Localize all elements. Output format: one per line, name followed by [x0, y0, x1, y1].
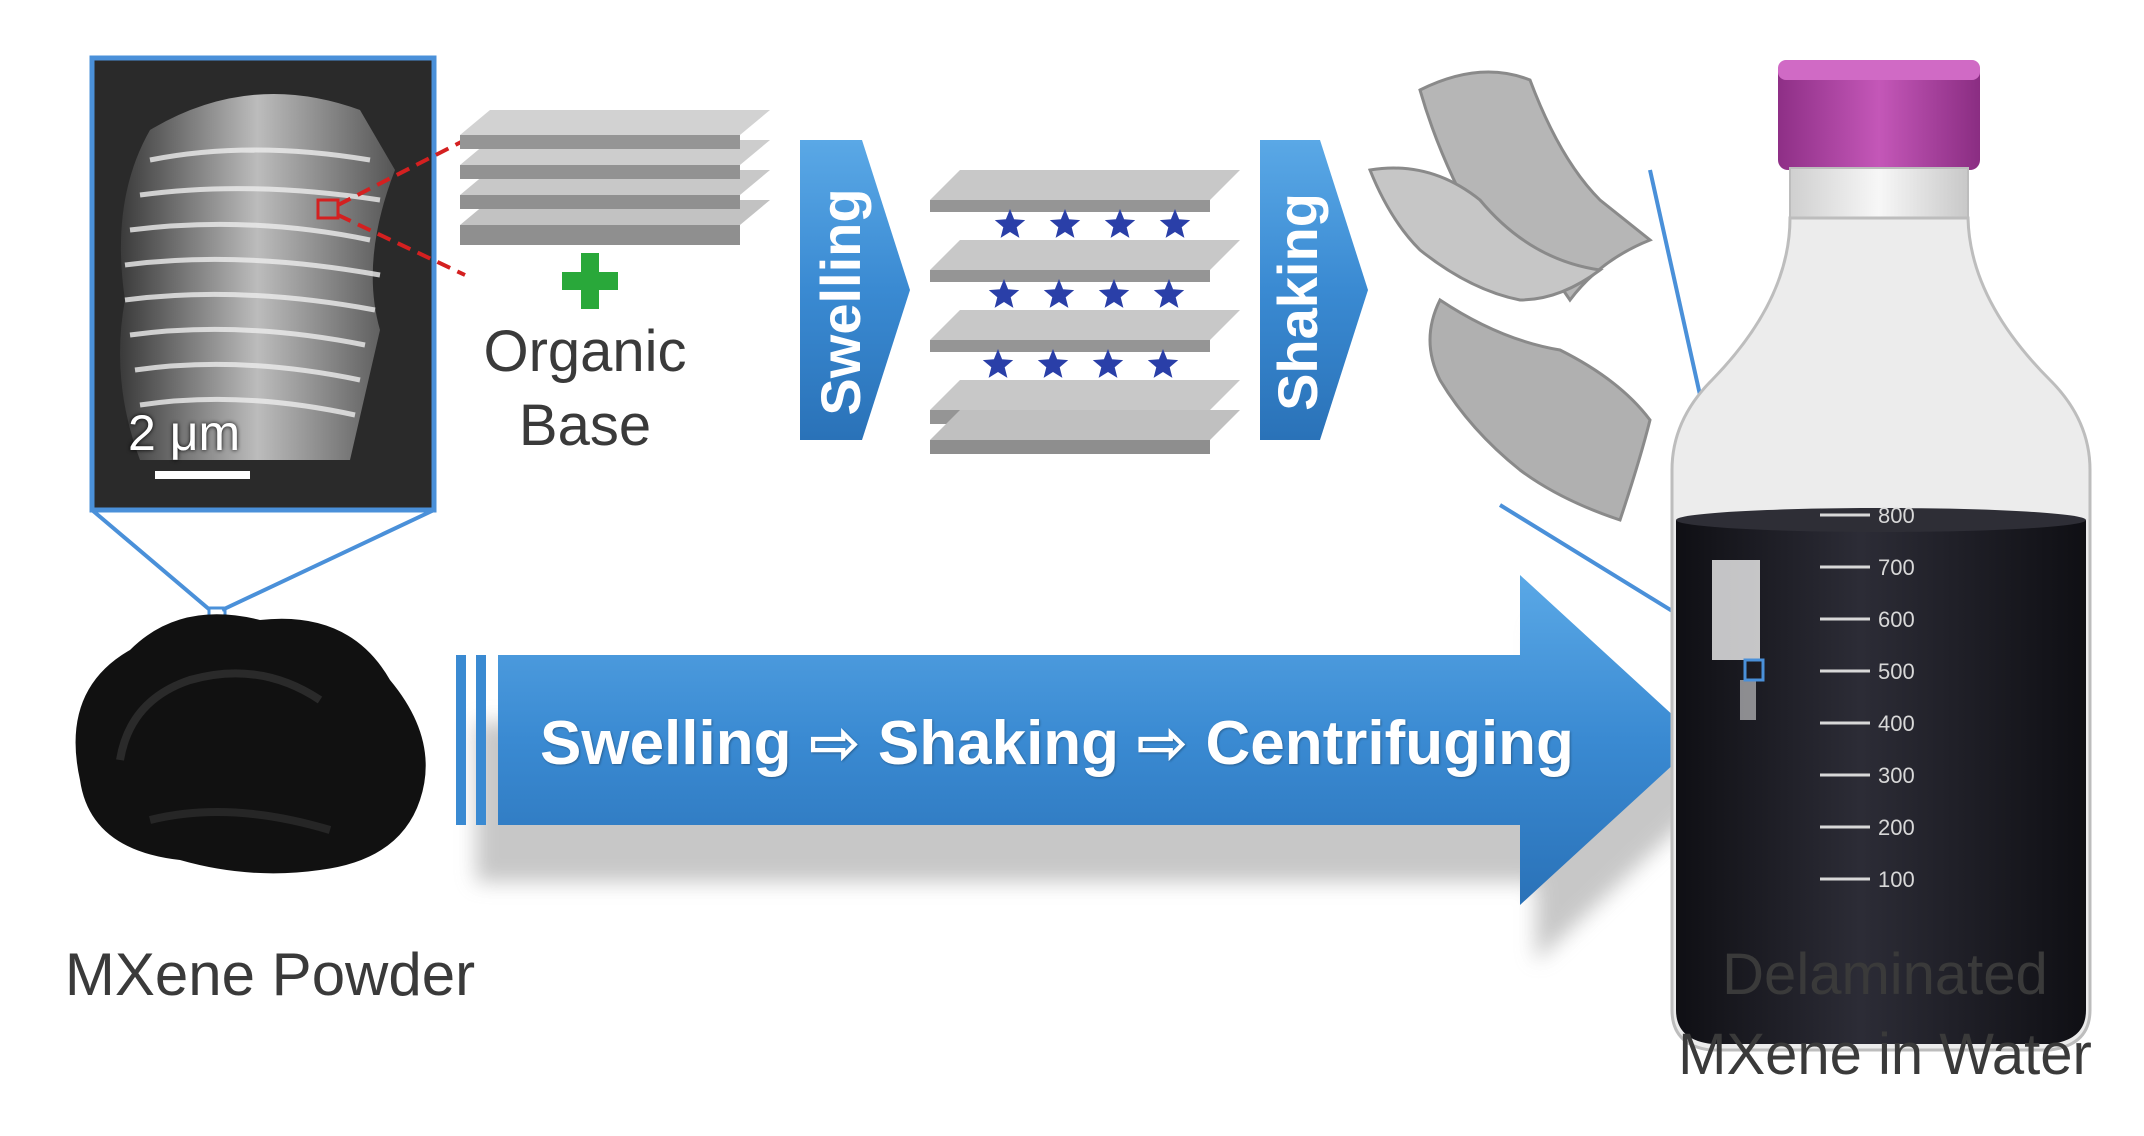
star-0-2: [1104, 209, 1136, 238]
plus-icon: [562, 253, 618, 309]
delaminated-flakes: [1367, 70, 1653, 522]
big-process-arrow: [456, 575, 1700, 905]
star-0-3: [1159, 209, 1191, 238]
organic-base-label: Organic Base: [483, 319, 687, 458]
intercalated-sheets: [930, 170, 1240, 454]
star-2-2: [1092, 349, 1124, 378]
zoom-lines-blue: [90, 508, 435, 626]
graduation-label: 400: [1878, 711, 1915, 736]
graduation-label: 700: [1878, 555, 1915, 580]
intercalant-stars: [982, 209, 1191, 378]
stacked-sheets: [460, 110, 770, 245]
sem-image: [89, 55, 437, 513]
graduation-label: 100: [1878, 867, 1915, 892]
star-1-2: [1098, 279, 1130, 308]
star-0-1: [1049, 209, 1081, 238]
mxene-powder-label: MXene Powder: [64, 941, 476, 1008]
bottle-graduation-ticks: 800 700 600 500 400 300 200 100: [1820, 503, 1915, 892]
graduation-label: 500: [1878, 659, 1915, 684]
graduation-label: 600: [1878, 607, 1915, 632]
zoom-lines-red: [337, 138, 466, 277]
bottle: 800 700 600 500 400 300 200 100: [1670, 60, 2092, 1052]
swelling-arrow: [800, 140, 910, 440]
star-1-1: [1043, 279, 1075, 308]
star-2-3: [1147, 349, 1179, 378]
process-steps-label: Swelling ⇨ Shaking ⇨ Centrifuging: [540, 709, 1574, 778]
swelling-arrow-label: Swelling: [809, 188, 872, 416]
graduation-label: 300: [1878, 763, 1915, 788]
star-0-0: [994, 209, 1026, 238]
star-1-3: [1153, 279, 1185, 308]
mxene-powder-pile: [75, 614, 426, 874]
sem-scale-label: 2 μm: [128, 405, 241, 461]
graduation-label: 800: [1878, 503, 1915, 528]
delaminated-mxene-label: Delaminated MXene in Water: [1678, 942, 2092, 1087]
star-2-0: [982, 349, 1014, 378]
graduation-label: 200: [1878, 815, 1915, 840]
star-1-0: [988, 279, 1020, 308]
shaking-arrow: [1260, 140, 1368, 440]
star-2-1: [1037, 349, 1069, 378]
shaking-arrow-label: Shaking: [1266, 193, 1329, 411]
